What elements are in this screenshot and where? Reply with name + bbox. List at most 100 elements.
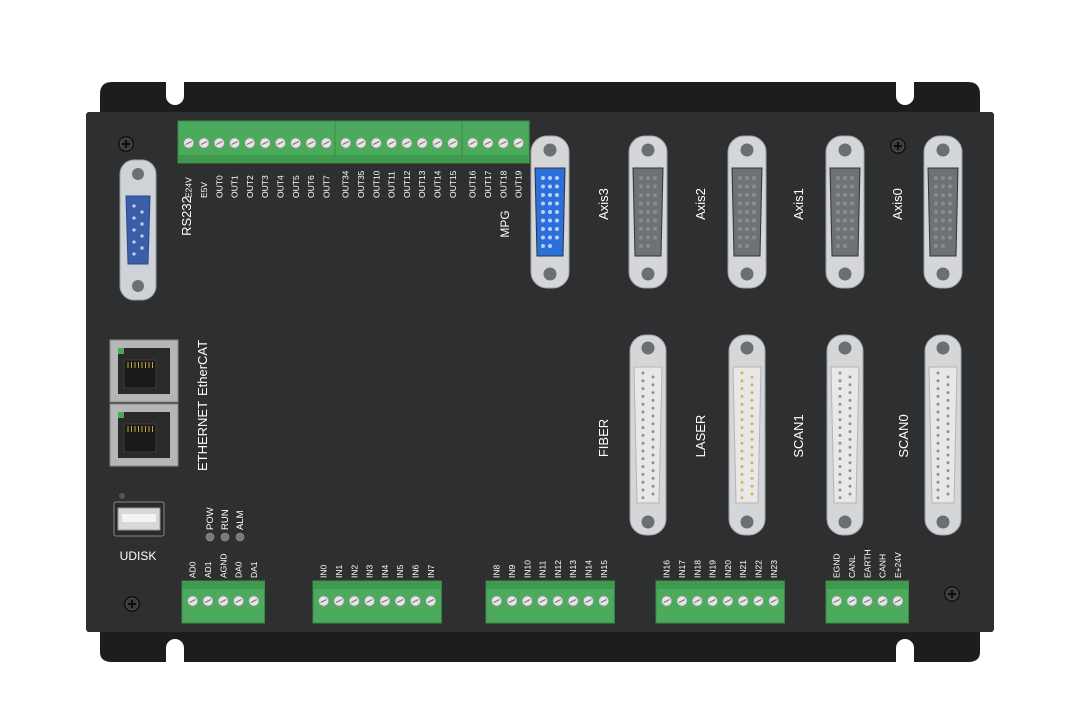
connector-pin [836,227,840,231]
terminal-screw-slot [678,598,686,604]
terminal-block-out-b[interactable] [334,120,464,164]
ethercat-port[interactable] [109,339,179,403]
terminal-block-in-0-7[interactable] [312,580,442,624]
connector-pin [936,371,940,375]
ethernet-label: ETHERNET [195,401,210,471]
axis1-connector[interactable] [727,135,767,289]
connector-pin [651,492,655,496]
connector-pin [541,176,545,180]
axis0-side-connector[interactable] [923,135,963,289]
terminal-block-mpg[interactable] [461,120,530,164]
connector-pin [946,445,950,449]
rs232-connector[interactable] [119,159,157,301]
connector-pin [651,398,655,402]
terminal-block-out-a[interactable] [177,120,338,164]
ethernet-port[interactable] [109,403,179,467]
connector-pin [934,244,938,248]
mount-hole [641,341,655,355]
scan0-connector[interactable] [924,334,962,536]
connector-pin [651,476,655,480]
connector-pin [934,218,938,223]
screw-top-right-icon [890,138,906,154]
connector-pin [641,488,645,492]
connector-pin [651,453,655,457]
connector-pin [646,184,650,189]
scan1-connector[interactable] [826,334,864,536]
connector-pin [548,218,552,223]
mount-hole [543,143,557,157]
connector-pin [752,218,756,223]
terminal-screw-slot [381,598,389,604]
terminal-screw-slot [427,598,435,604]
connector-pin [750,375,754,379]
mount-slot-bottom-left [166,639,184,662]
connector-pin [541,218,545,223]
terminal-label: IN3 [365,565,375,579]
connector-pin [646,218,650,223]
connector-pin [941,176,945,180]
mount-hole [838,267,852,281]
terminal-label: IN22 [753,560,763,578]
connector-pin [843,201,847,206]
connector-pin [641,480,645,484]
terminal-label: AD0 [188,561,198,578]
connector-pin [934,176,938,180]
terminal-screw-slot [709,598,716,604]
axis0-connector[interactable] [825,135,865,289]
terminal-screw-slot [554,598,562,604]
connector-face [732,366,762,504]
terminal-label: CANL [847,555,857,578]
connector-pin [641,371,645,375]
terminal-label: E5V [199,182,209,198]
connector-pin [646,193,650,197]
terminal-label: EGND [832,553,842,578]
connector-pin [641,472,645,476]
connector-pin [555,193,559,197]
connector-pin [848,422,852,426]
connector-pin [738,201,742,206]
connector-pin [750,469,754,473]
connector-pin [843,184,847,189]
mount-hole [936,341,950,355]
mount-hole [740,267,754,281]
terminal-screw-slot [231,140,238,146]
connector-pin [936,449,940,453]
connector-pin [752,184,756,189]
terminal-label: IN23 [769,560,779,578]
connector-pin [752,193,756,197]
terminal-label: OUT3 [260,175,270,198]
connector-pin [555,227,559,231]
terminal-screw-slot [200,140,208,146]
link-led [118,412,124,418]
connector-pin [848,437,852,441]
axis3-connector[interactable] [530,135,570,289]
terminal-label: IN0 [319,565,329,579]
terminal-block-analog[interactable] [181,580,265,624]
connector-pin [941,193,945,197]
terminal-screw-slot [185,140,192,146]
connector-pin [936,480,940,484]
axis2-connector[interactable] [628,135,668,289]
connector-pin [936,488,940,492]
connector-pin [941,201,945,206]
connector-pin [646,201,650,206]
ethercat-label: EtherCAT [195,340,210,396]
udisk-usb-port[interactable] [113,501,165,537]
laser-connector[interactable] [728,334,766,536]
connector-pin [948,184,952,189]
connector-pin [548,227,552,231]
connector-pin [641,394,645,398]
connector-pin [651,406,655,410]
connector-face [928,366,958,504]
connector-pin [850,184,854,189]
terminal-label: OUT2 [245,175,255,198]
connector-pin [745,227,749,231]
fiber-connector[interactable] [629,334,667,536]
connector-pin [850,235,854,240]
terminal-block-in-16-23[interactable] [655,580,785,624]
terminal-block-can[interactable] [825,580,909,624]
connector-pin [752,210,756,214]
terminal-block-in-8-15[interactable] [485,580,615,624]
mount-slot-top-right [896,82,914,105]
terminal-label: OUT4 [275,175,285,198]
